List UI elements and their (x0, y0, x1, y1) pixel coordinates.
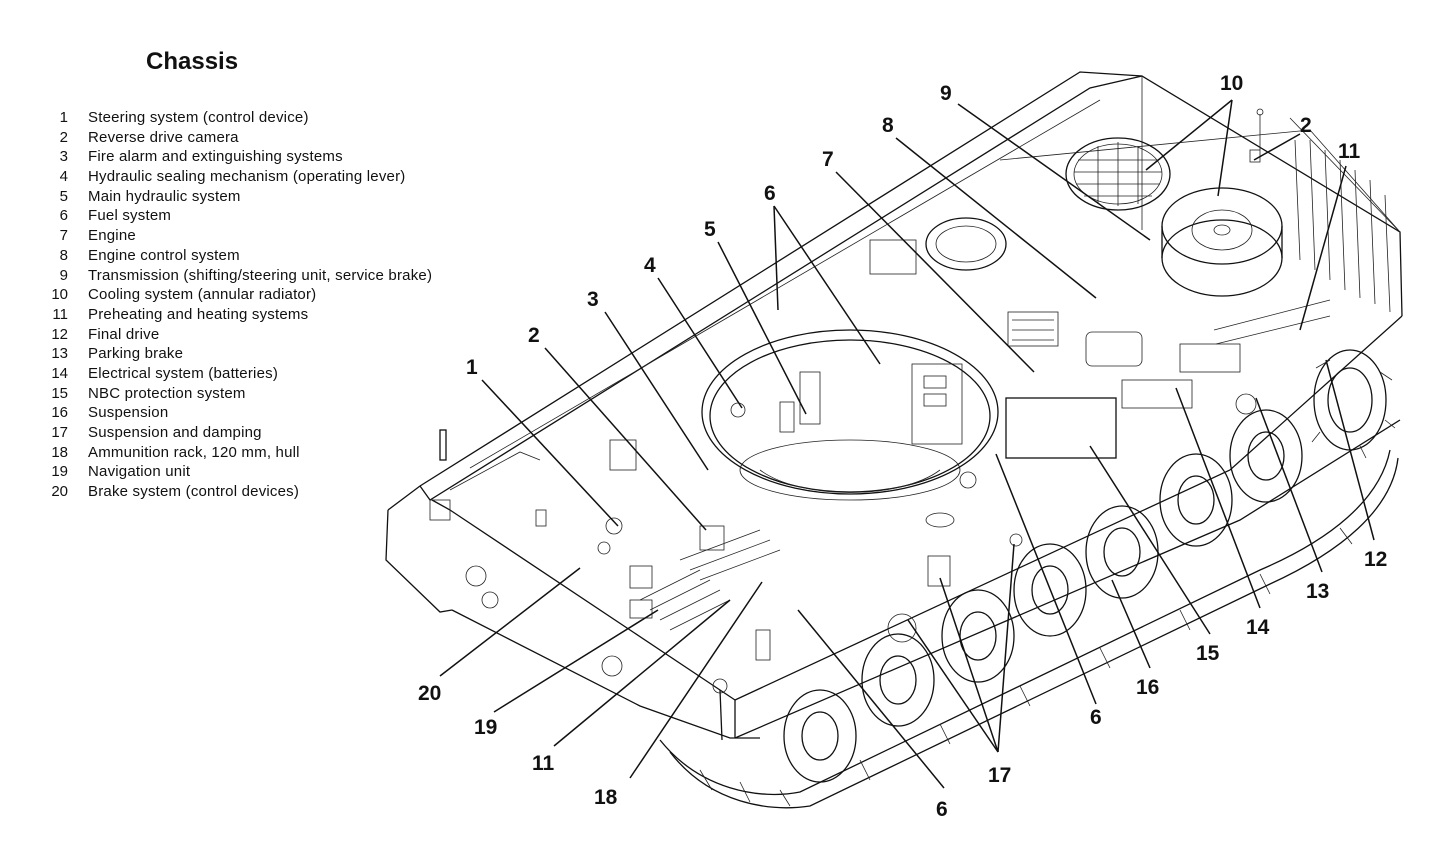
legend-label: Engine control system (88, 246, 240, 264)
callout-12: 12 (1364, 548, 1387, 571)
diagram-title: Chassis (146, 48, 239, 75)
legend-label: Steering system (control device) (88, 109, 309, 126)
leader-lines (439, 99, 1375, 789)
callout-2-front: 2 (528, 324, 540, 347)
legend-item: 7 Engine (40, 226, 432, 246)
callout-6-bottom: 6 (936, 798, 948, 821)
legend-item: 1 Steering system (control device) (40, 108, 432, 128)
legend-number: 5 (59, 187, 68, 205)
engine-deck-components (869, 108, 1401, 459)
legend-label: NBC protection system (88, 384, 246, 402)
legend-label: Reverse drive camera (88, 128, 239, 146)
legend-number: 7 (59, 227, 68, 245)
legend-label: Navigation unit (88, 463, 191, 481)
legend-number: 6 (59, 207, 68, 225)
legend-item: 12 Final drive (40, 325, 432, 345)
turret-ring (701, 329, 999, 501)
legend-number: 10 (51, 286, 68, 304)
front-hull-components (429, 429, 1023, 694)
callout-11-front: 11 (532, 752, 555, 775)
legend-number: 14 (51, 364, 68, 382)
legend-number: 18 (51, 443, 68, 461)
legend-item: 19 Navigation unit (40, 462, 432, 482)
callout-15: 15 (1196, 642, 1220, 665)
legend-label: Hydraulic sealing mechanism (operating l… (88, 168, 406, 186)
legend-number: 9 (59, 266, 68, 284)
legend-number: 19 (51, 463, 68, 481)
legend-item: 17 Suspension and damping (40, 423, 432, 443)
legend-label: Suspension and damping (88, 424, 262, 441)
legend-item: 3 Fire alarm and extinguishing systems (40, 147, 432, 167)
legend-label: Final drive (88, 325, 160, 343)
callout-3: 3 (587, 288, 599, 311)
legend-label: Parking brake (88, 345, 184, 363)
legend: 1 Steering system (control device) 2 Rever… (40, 108, 432, 502)
callout-11-rear: 11 (1338, 140, 1361, 163)
legend-item: 10 Cooling system (annular radiator) (40, 285, 432, 305)
legend-label: Ammunition rack, 120 mm, hull (88, 443, 300, 461)
legend-item: 13 Parking brake (40, 344, 432, 364)
callout-18: 18 (594, 786, 618, 809)
callout-6-top: 6 (764, 182, 776, 205)
legend-number: 17 (51, 424, 68, 441)
legend-number: 4 (59, 168, 68, 186)
callout-16: 16 (1136, 676, 1159, 699)
legend-label: Engine (88, 227, 136, 245)
legend-item: 15 NBC protection system (40, 384, 432, 404)
legend-number: 1 (59, 109, 68, 126)
legend-item: 11 Preheating and heating systems (40, 305, 432, 325)
legend-label: Transmission (shifting/steering unit, se… (88, 266, 433, 284)
callout-6-side: 6 (1090, 706, 1102, 729)
callout-1: 1 (466, 356, 478, 379)
legend-number: 3 (59, 148, 68, 166)
legend-item: 4 Hydraulic sealing mechanism (operating … (40, 167, 432, 187)
callout-20: 20 (418, 682, 441, 705)
callout-numbers: 1 2 3 4 5 6 7 8 9 10 2 11 12 13 14 15 16… (418, 72, 1387, 821)
callout-7: 7 (822, 148, 834, 171)
legend-item: 18 Ammunition rack, 120 mm, hull (40, 443, 432, 463)
callout-4: 4 (644, 254, 656, 277)
legend-label: Cooling system (annular radiator) (88, 286, 317, 304)
legend-item: 16 Suspension (40, 403, 432, 423)
callout-14: 14 (1246, 616, 1270, 639)
legend-number: 15 (51, 384, 68, 402)
legend-label: Electrical system (batteries) (88, 364, 279, 382)
legend-number: 13 (51, 345, 68, 363)
legend-item: 6 Fuel system (40, 206, 432, 226)
legend-number: 16 (51, 404, 68, 422)
hull-outline (385, 71, 1403, 741)
legend-item: 9 Transmission (shifting/steering unit, s… (40, 266, 432, 286)
legend-number: 20 (51, 483, 68, 501)
legend-number: 8 (59, 246, 68, 264)
legend-item: 8 Engine control system (40, 246, 432, 266)
legend-label: Main hydraulic system (88, 187, 241, 205)
legend-item: 5 Main hydraulic system (40, 187, 432, 207)
legend-label: Fuel system (88, 207, 172, 225)
legend-label: Preheating and heating systems (88, 305, 309, 323)
legend-item: 14 Electrical system (batteries) (40, 364, 432, 384)
legend-label: Suspension (88, 404, 169, 422)
callout-2-rear: 2 (1300, 114, 1312, 137)
callout-5: 5 (704, 218, 716, 241)
legend-number: 2 (59, 128, 68, 146)
callout-8: 8 (882, 114, 894, 137)
callout-9: 9 (940, 82, 952, 105)
callout-13: 13 (1306, 580, 1329, 603)
callout-17: 17 (988, 764, 1011, 787)
legend-label: Brake system (control devices) (88, 483, 300, 501)
legend-item: 20 Brake system (control devices) (40, 482, 432, 502)
legend-number: 12 (51, 325, 68, 343)
track-and-road-wheels (659, 349, 1399, 809)
legend-label: Fire alarm and extinguishing systems (88, 148, 343, 166)
callout-19: 19 (474, 716, 497, 739)
legend-item: 2 Reverse drive camera (40, 128, 432, 148)
callout-10: 10 (1220, 72, 1243, 95)
legend-number: 11 (52, 305, 68, 323)
